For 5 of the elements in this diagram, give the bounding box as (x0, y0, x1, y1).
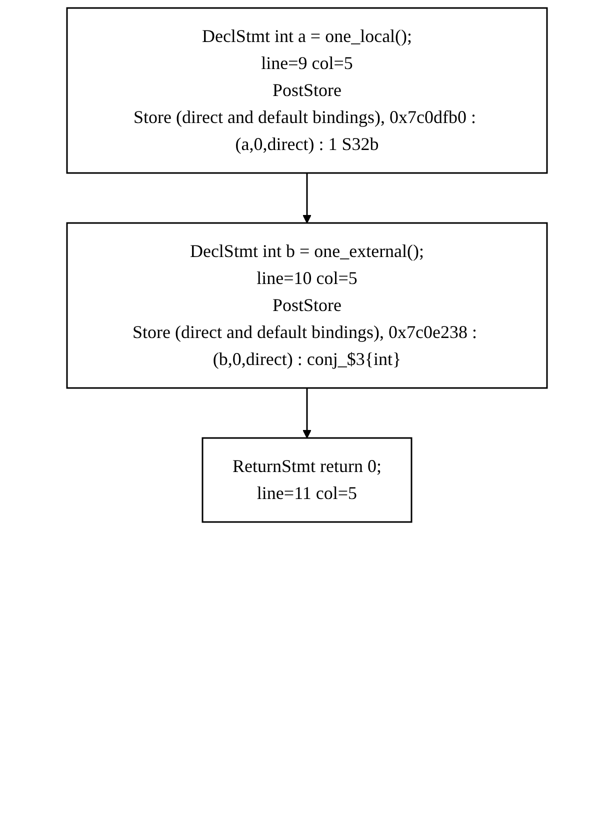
arrow (302, 173, 311, 224)
node-box: DeclStmt int a = one_local(); line=9 col=5 PostStore Store (direct and default bindings), 0x7c0dfb0 : (a,0,direct) : 1 S32b (66, 7, 548, 174)
node-box: DeclStmt int b = one_external(); line=10 col=5 PostStore Store (direct and default bindings), 0x7c0e238 : (b,0,direct) : conj_$3{int} (66, 222, 548, 389)
node-box: ReturnStmt return 0; line=11 col=5 (201, 437, 412, 523)
arrow (302, 388, 311, 438)
